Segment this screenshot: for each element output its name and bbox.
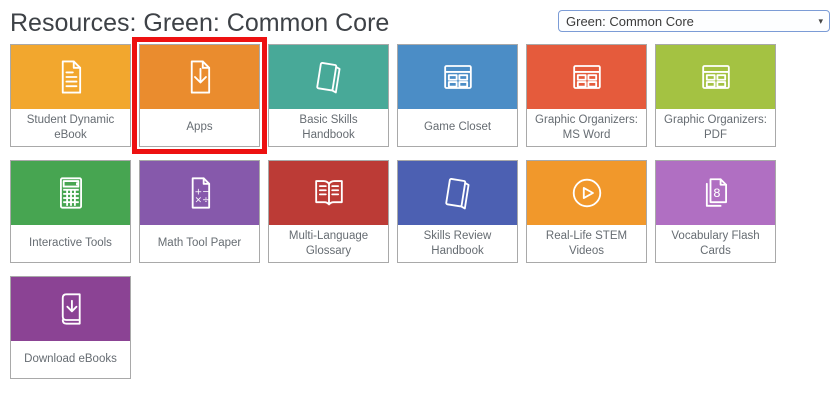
svg-text:×÷: ×÷	[194, 195, 209, 206]
tile-icon-area	[527, 45, 646, 109]
chevron-down-icon: ▾	[818, 15, 823, 26]
tile-multi-language-glossary[interactable]: Multi-Language Glossary	[268, 160, 389, 263]
tile-vocabulary-flash-cards[interactable]: 8 Vocabulary Flash Cards	[655, 160, 776, 263]
tile-label: Basic Skills Handbook	[299, 113, 358, 141]
tile-icon-area	[269, 161, 388, 225]
page-title: Resources: Green: Common Core	[10, 9, 390, 37]
play-circle-icon	[572, 178, 601, 208]
tile-game-closet[interactable]: Game Closet	[397, 44, 518, 147]
window-grid-icon	[572, 65, 601, 89]
tile-skills-review-handbook[interactable]: Skills Review Handbook	[397, 160, 518, 263]
calculator-icon	[59, 177, 82, 209]
tile-label: Skills Review Handbook	[423, 229, 492, 257]
tile-label: Math Tool Paper	[157, 237, 242, 250]
tile-label: Student Dynamic eBook	[26, 113, 115, 141]
open-book-icon	[314, 180, 343, 206]
tile-icon-area	[398, 161, 517, 225]
tile-label: Graphic Organizers: MS Word	[535, 113, 638, 141]
tile-real-life-stem-videos[interactable]: Real-Life STEM Videos	[526, 160, 647, 263]
window-grid-icon	[443, 65, 472, 89]
tile-label: Real-Life STEM Videos	[545, 229, 628, 257]
book-icon	[444, 178, 469, 210]
resources-grid: Student Dynamic eBook Apps Basic Skills …	[10, 37, 788, 379]
tile-icon-area	[11, 277, 130, 341]
svg-text:+−: +−	[194, 186, 209, 197]
tile-icon-area	[11, 161, 130, 225]
tile-student-dynamic-ebook[interactable]: Student Dynamic eBook	[10, 44, 131, 147]
file-download-icon	[190, 60, 210, 94]
resource-dropdown-value: Green: Common Core	[566, 13, 694, 29]
tile-graphic-organizers-pdf[interactable]: Graphic Organizers: PDF	[655, 44, 776, 147]
resource-dropdown[interactable]: Green: Common Core ▾	[558, 10, 830, 32]
tile-download-ebooks[interactable]: Download eBooks	[10, 276, 131, 379]
tile-icon-area	[398, 45, 517, 109]
window-grid-icon	[701, 65, 730, 89]
tile-icon-area	[527, 161, 646, 225]
math-paper-icon: +− ×÷	[191, 177, 210, 209]
file-lines-icon	[61, 60, 81, 94]
tile-icon-area: +− ×÷	[140, 161, 259, 225]
book-download-icon	[61, 293, 81, 325]
tile-label: Multi-Language Glossary	[288, 229, 369, 257]
tile-icon-area	[11, 45, 130, 109]
tile-label: Game Closet	[423, 121, 492, 134]
tile-apps[interactable]: Apps	[132, 37, 267, 154]
tile-icon-area: 8	[656, 161, 775, 225]
tile-icon-area	[140, 45, 259, 109]
tile-interactive-tools[interactable]: Interactive Tools	[10, 160, 131, 263]
tile-label: Graphic Organizers: PDF	[664, 113, 767, 141]
tile-label: Apps	[186, 121, 213, 134]
tile-label: Interactive Tools	[29, 237, 112, 250]
tile-math-tool-paper[interactable]: +− ×÷ Math Tool Paper	[139, 160, 260, 263]
page-header: Resources: Green: Common Core Green: Com…	[0, 0, 836, 40]
tile-label: Download eBooks	[24, 353, 117, 366]
tile-basic-skills-handbook[interactable]: Basic Skills Handbook	[268, 44, 389, 147]
flash-cards-icon: 8	[705, 178, 727, 207]
svg-text:8: 8	[713, 186, 721, 200]
book-icon	[315, 62, 340, 94]
tile-icon-area	[656, 45, 775, 109]
tile-graphic-organizers-ms-word[interactable]: Graphic Organizers: MS Word	[526, 44, 647, 147]
tile-icon-area	[269, 45, 388, 109]
tile-label: Vocabulary Flash Cards	[671, 229, 760, 257]
